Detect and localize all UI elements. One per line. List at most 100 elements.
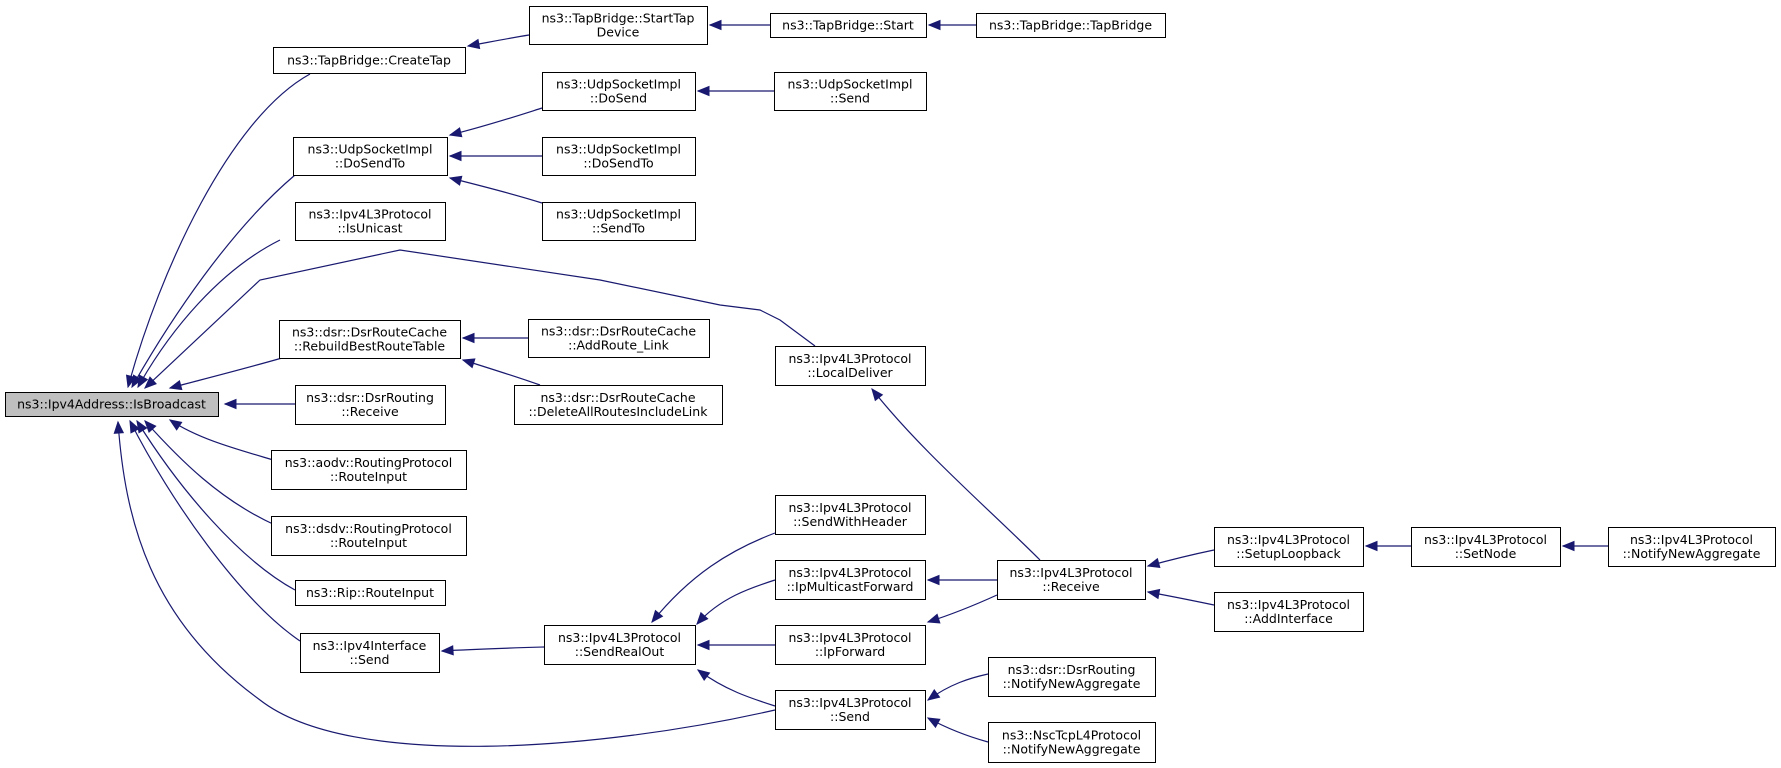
node-label: ::NotifyNewAggregate — [1003, 742, 1141, 757]
node-setnode[interactable]: ns3::Ipv4L3Protocol::SetNode — [1411, 527, 1561, 567]
node-addroute[interactable]: ns3::dsr::DsrRouteCache::AddRoute_Link — [528, 319, 710, 358]
node-label: ns3::Ipv4L3Protocol — [1424, 532, 1547, 547]
node-ifsend[interactable]: ns3::Ipv4Interface::Send — [300, 633, 440, 673]
node-setuploop[interactable]: ns3::Ipv4L3Protocol::SetupLoopback — [1214, 527, 1364, 567]
node-udp_dosendto2[interactable]: ns3::UdpSocketImpl::DoSendTo — [542, 137, 696, 176]
node-label: ::SendTo — [592, 221, 645, 236]
edge-udp_dosendto2-to-udp_dosendto — [448, 150, 543, 162]
node-udp_dosendto[interactable]: ns3::UdpSocketImpl::DoSendTo — [293, 137, 448, 176]
edge-ipmcast-to-sendrealout — [696, 579, 776, 625]
node-label: ns3::NscTcpL4Protocol — [1002, 728, 1141, 743]
edge-isunicast-to-root — [137, 239, 281, 389]
node-rebuild[interactable]: ns3::dsr::DsrRouteCache::RebuildBestRout… — [279, 320, 461, 359]
node-label: ::AddRoute_Link — [568, 338, 670, 353]
node-udp_dosend[interactable]: ns3::UdpSocketImpl::DoSend — [542, 72, 696, 111]
node-label: ns3::dsr::DsrRouting — [1008, 662, 1136, 677]
edge-nscnotify-to-l3send — [926, 717, 989, 743]
node-label: ns3::Ipv4L3Protocol — [788, 351, 911, 366]
node-label: ::NotifyNewAggregate — [1623, 546, 1761, 561]
node-isunicast[interactable]: ns3::Ipv4L3Protocol::IsUnicast — [295, 202, 446, 241]
node-udp_send[interactable]: ns3::UdpSocketImpl::Send — [774, 72, 927, 111]
node-label: ns3::Ipv4L3Protocol — [558, 630, 681, 645]
node-box — [271, 516, 467, 556]
node-label: ::RebuildBestRouteTable — [294, 339, 446, 354]
edge-l3send-to-sendrealout — [696, 669, 776, 707]
node-root[interactable]: ns3::Ipv4Address::IsBroadcast — [5, 392, 219, 417]
node-box — [774, 72, 927, 111]
node-ipfwd[interactable]: ns3::Ipv4L3Protocol::IpForward — [775, 625, 926, 665]
node-label: ::RouteInput — [330, 535, 407, 550]
node-tbstart[interactable]: ns3::TapBridge::Start — [770, 13, 927, 38]
node-rip[interactable]: ns3::Rip::RouteInput — [295, 580, 446, 606]
node-label: ns3::TapBridge::StartTap — [542, 11, 695, 26]
node-localdeliver[interactable]: ns3::Ipv4L3Protocol::LocalDeliver — [775, 346, 926, 386]
node-label: ::Send — [350, 652, 390, 667]
edge-udp_send-to-udp_dosend — [696, 85, 774, 97]
edge-setnode-to-setuploop — [1364, 540, 1411, 552]
node-label: ::IpMulticastForward — [787, 579, 914, 594]
edge-tapbridge-to-tbstart — [927, 19, 976, 31]
node-addif[interactable]: ns3::Ipv4L3Protocol::AddInterface — [1214, 592, 1364, 632]
node-dsrnotify[interactable]: ns3::dsr::DsrRouting::NotifyNewAggregate — [988, 657, 1156, 697]
node-label: ns3::Ipv4L3Protocol — [1227, 532, 1350, 547]
node-sendrealout[interactable]: ns3::Ipv4L3Protocol::SendRealOut — [544, 625, 696, 665]
edge-udp_dosend-to-udp_dosendto — [448, 107, 543, 138]
node-label: ns3::Ipv4L3Protocol — [1630, 532, 1753, 547]
edge-rip-to-root — [136, 419, 296, 591]
edge-addroute-to-rebuild — [461, 332, 529, 344]
node-dsrreceive[interactable]: ns3::dsr::DsrRouting::Receive — [295, 385, 446, 425]
node-box — [976, 13, 1166, 38]
edge-dsrreceive-to-root — [223, 398, 296, 410]
node-box — [1608, 527, 1776, 567]
node-box — [529, 6, 708, 45]
node-box — [775, 625, 926, 665]
node-box — [542, 202, 696, 241]
node-label: ::IsUnicast — [337, 221, 402, 236]
node-udp_sendto[interactable]: ns3::UdpSocketImpl::SendTo — [542, 202, 696, 241]
node-label: ns3::dsr::DsrRouteCache — [540, 390, 695, 405]
node-label: ::Receive — [1042, 579, 1100, 594]
node-l3send[interactable]: ns3::Ipv4L3Protocol::Send — [775, 690, 926, 730]
node-label: ns3::TapBridge::TapBridge — [989, 18, 1152, 33]
edge-ipfwd-to-sendrealout — [696, 639, 775, 651]
node-nscnotify[interactable]: ns3::NscTcpL4Protocol::NotifyNewAggregat… — [988, 722, 1156, 763]
node-box — [295, 202, 446, 241]
node-box — [271, 450, 467, 490]
edge-udp_dosendto-to-root — [131, 174, 296, 389]
edge-starttap-to-createtap — [466, 34, 530, 50]
edge-l3receive-to-localdeliver — [871, 387, 1041, 561]
node-label: ns3::Rip::RouteInput — [306, 585, 434, 600]
edge-l3receive-to-ipfwd — [926, 594, 998, 624]
node-box — [273, 47, 466, 74]
node-label: ns3::dsr::DsrRouting — [306, 390, 434, 405]
node-label: ::Receive — [341, 404, 399, 419]
node-label: ns3::Ipv4Interface — [313, 638, 427, 653]
node-aodv[interactable]: ns3::aodv::RoutingProtocol::RouteInput — [271, 450, 467, 490]
node-tapbridge[interactable]: ns3::TapBridge::TapBridge — [976, 13, 1166, 38]
edge-sendrealout-to-ifsend — [440, 645, 545, 656]
node-label: ns3::UdpSocketImpl — [556, 77, 681, 92]
edge-notifyagg-to-setnode — [1561, 540, 1608, 552]
node-label: ::LocalDeliver — [807, 365, 893, 380]
node-notifyagg[interactable]: ns3::Ipv4L3Protocol::NotifyNewAggregate — [1608, 527, 1776, 567]
edge-udp_sendto-to-udp_dosendto — [448, 175, 543, 204]
node-box — [300, 633, 440, 673]
node-ipmcast[interactable]: ns3::Ipv4L3Protocol::IpMulticastForward — [775, 560, 926, 600]
node-deleteall[interactable]: ns3::dsr::DsrRouteCache::DeleteAllRoutes… — [514, 385, 723, 425]
node-box — [5, 392, 219, 417]
node-createtap[interactable]: ns3::TapBridge::CreateTap — [273, 47, 466, 74]
node-l3receive[interactable]: ns3::Ipv4L3Protocol::Receive — [997, 560, 1146, 600]
edge-sendwithheader-to-sendrealout — [651, 532, 776, 624]
node-box — [775, 690, 926, 730]
node-label: ns3::Ipv4L3Protocol — [308, 207, 431, 222]
node-label: ns3::Ipv4L3Protocol — [788, 630, 911, 645]
node-sendwithheader[interactable]: ns3::Ipv4L3Protocol::SendWithHeader — [775, 495, 926, 535]
node-label: ::DeleteAllRoutesIncludeLink — [529, 404, 709, 419]
node-box — [514, 385, 723, 425]
node-dsdv[interactable]: ns3::dsdv::RoutingProtocol::RouteInput — [271, 516, 467, 556]
node-box — [528, 319, 710, 358]
node-box — [775, 346, 926, 386]
node-box — [1411, 527, 1561, 567]
node-label: ::RouteInput — [330, 469, 407, 484]
